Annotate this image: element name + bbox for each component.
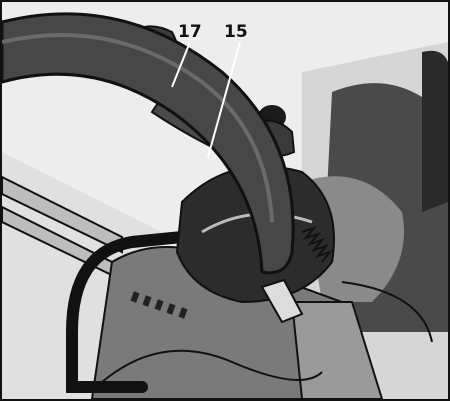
handle-bar-highlight [2, 33, 274, 223]
leader-line-15 [207, 41, 241, 158]
leader-line-17 [171, 41, 191, 88]
callout-15-label: 15 [224, 22, 248, 42]
cable-line-right [341, 281, 433, 343]
post-shape [290, 301, 384, 399]
clamp-tab [260, 278, 304, 324]
callout-17-label: 17 [178, 22, 202, 42]
spring-shape [301, 225, 333, 263]
front-loop-bar-lower [66, 326, 148, 393]
right-dark-block [422, 50, 448, 212]
vent-slots [130, 291, 188, 319]
front-loop-bar [66, 226, 238, 338]
left-rail-upper [2, 175, 123, 254]
handle-bar-shape [2, 12, 295, 275]
cable-line [101, 349, 323, 383]
